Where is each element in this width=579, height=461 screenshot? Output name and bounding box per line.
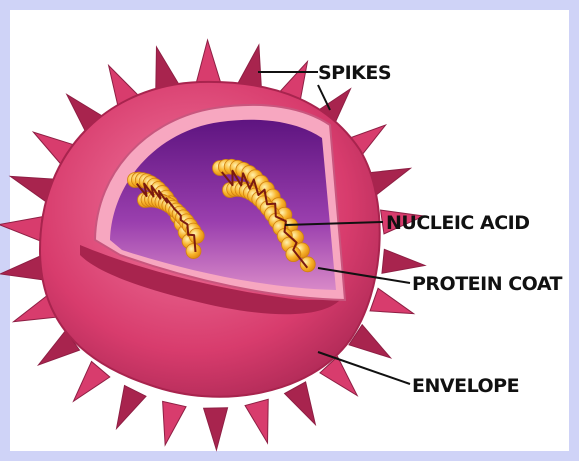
spike [370,288,414,313]
spike [285,382,316,425]
spike [73,361,109,401]
spike [0,217,42,241]
spike [163,401,186,445]
nucleic-acid-label: NUCLEIC ACID [386,212,529,234]
protein-coat-label: PROTEIN COAT [412,273,563,295]
protein-bead [300,257,315,272]
spike [382,249,425,273]
spike [245,399,268,443]
protein-bead [186,244,201,259]
envelope-label: ENVELOPE [412,375,519,397]
spikes-label: SPIKES [318,62,391,84]
spike [204,408,228,450]
spike [0,256,43,280]
spike [196,40,220,82]
spike [117,386,146,429]
spike [238,45,261,89]
